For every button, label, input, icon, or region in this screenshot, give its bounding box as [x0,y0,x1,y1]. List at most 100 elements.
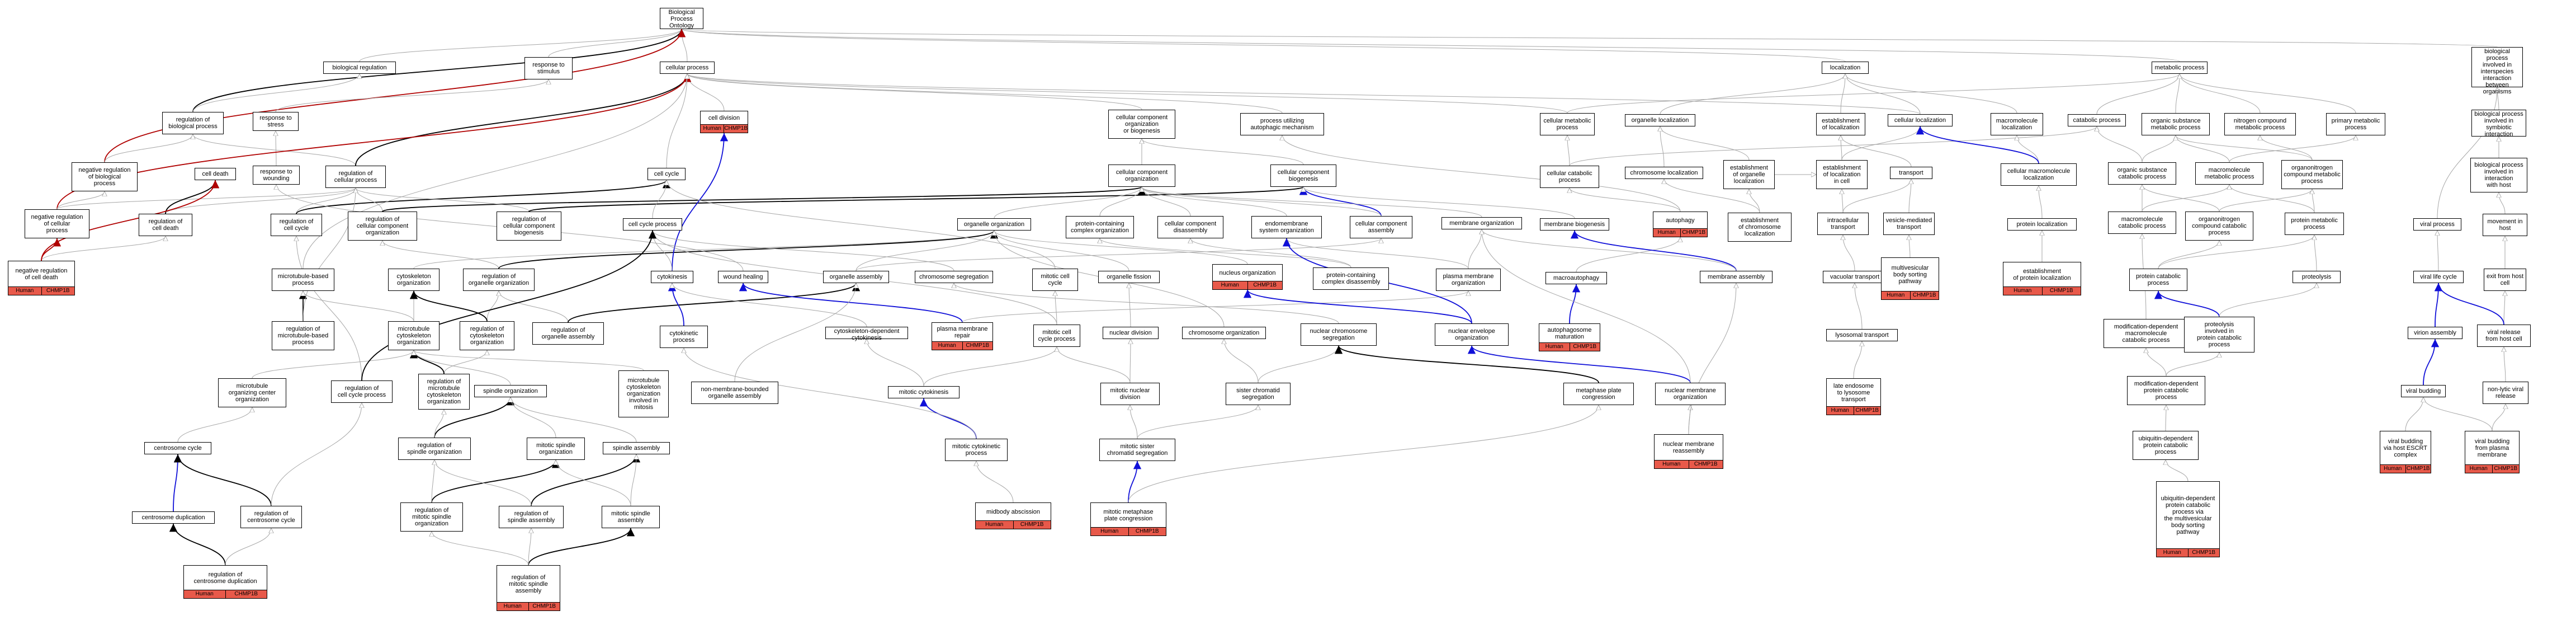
edge-cellcycle-to-cellproc [666,74,687,168]
go-term-cell-macro-loc: cellular macromolecule localization [2001,163,2077,186]
go-term-transport: transport [1890,167,1932,179]
go-term-bp: Biological Process Ontology [660,8,703,29]
go-term-label: mitotic spindle assembly [611,510,650,524]
edge-estab-chrom-loc-to-estab-org-loc [1749,189,1760,213]
go-term-cellproc: cellular process [660,62,715,74]
go-term-label: mitotic cell cycle process [1038,329,1076,342]
go-term-estab-org-loc: establishment of organelle localization [1723,160,1775,189]
edge-vesicle-trans-to-transport [1909,179,1911,213]
go-term-organelle-loc: organelle localization [1625,114,1695,126]
badge-gene: CHMP1B [1688,460,1723,468]
go-term-label: vacuolar transport [1830,274,1880,280]
edge-orgN-met-to-nitrogen [2260,135,2313,161]
badge-species: Human [2465,465,2492,473]
go-term-label: mitotic cytokinetic process [952,443,1001,457]
go-term-label: negative regulation of cell death [15,267,68,281]
edge-proteolysis-to-protein-met [2314,235,2317,271]
edge-viral-lifecycle-to-viral-proc [2437,231,2438,271]
edge-virion-assembly-to-viral-lifecycle [2434,283,2443,327]
go-term-viral-release: viral release from host cell [2477,325,2531,347]
edge-reg-mitotic-spindle-assembly-to-mitotic-spindle-assembly [528,528,635,566]
edge-macro-met-to-orgsub [2176,135,2230,163]
badge-species: Human [1091,528,1128,535]
go-term-label: non-lytic viral release [2487,386,2524,400]
go-term-cytoskel-dep-cytok: cytoskeleton-dependent cytokinesis [825,327,908,341]
go-term-label: plasma membrane organization [1443,273,1494,286]
edge-organelle-assembly-to-organelle-org [855,230,994,271]
edge-estab-org-loc-to-organelle-loc [1660,126,1750,161]
edge-mitotic-nuc-div-to-mitotic-ccp [1057,346,1131,383]
edge-reg-cco-to-cco [382,186,1146,212]
go-term-label: microtubule organizing center organizati… [228,383,276,403]
go-term-label: nucleus organization [1219,269,1276,276]
go-term-mitotic-cytokinetic: mitotic cytokinetic process [945,439,1008,461]
go-term-protein-loc: protein localization [2007,218,2077,231]
go-term-centrosome-cycle: centrosome cycle [144,442,211,454]
edge-localization-to-bp [682,29,1846,62]
go-term-label: metabolic process [2154,64,2205,71]
badge-gene: CHMP1B [962,342,992,350]
go-term-nuclear-div: nuclear division [1103,327,1159,339]
edge-ccb-to-ccob [1142,138,1304,165]
go-term-orgN-cat: organonitrogen compound catabolic proces… [2185,212,2253,241]
go-term-proteolysis: proteolysis [2293,271,2341,283]
edge-nuc-mem-reassembly-to-mem-assembly [1688,283,1736,435]
go-term-spindle-assembly: spindle assembly [603,442,670,454]
edge-ccob-to-cellproc [687,73,1142,110]
badge-gene: CHMP1B [41,287,74,295]
edge-nonlytic-release-to-viral-release [2504,347,2506,382]
go-term-cellmet: cellular metabolic process [1540,113,1595,135]
edge-organelle-org-to-cco [994,186,1142,219]
edge-reg-cco-to-reg-cp [356,187,383,212]
go-term-localization: localization [1822,62,1869,74]
go-term-label: process utilizing autophagic mechanism [1250,118,1314,131]
go-term-label: proteolysis involved in protein cataboli… [2196,321,2242,348]
edge-mitotic-cytokinesis-to-cytoskel-dep-cytok [867,339,924,387]
edge-macro-cat-to-macro-met [2142,184,2229,212]
edge-prot-cat-to-orgN-cat [2158,240,2219,269]
edge-mitotic-cytokinetic-to-mitotic-cytokinesis [919,398,977,439]
go-term-label: cytoskeleton organization [396,273,431,286]
edge-reg-org-org-to-organelle-org [498,230,998,269]
go-term-label: cell death [202,171,229,177]
badge-gene: CHMP1B [1909,292,1939,299]
go-term-label: nuclear division [1109,330,1152,336]
go-term-reg-mitotic-spindle: regulation of mitotic spindle organizati… [400,502,463,532]
go-term-endomem: endomembrane system organization [1251,216,1322,238]
go-term-label: response to stress [259,115,292,128]
badge-species: Human [8,287,41,295]
go-term-label: late endosome to lysosome transport [1833,382,1874,403]
go-term-label: modification-dependent protein catabolic… [2134,380,2199,401]
edge-neg-reg-bp-to-reg-bp [104,134,193,163]
go-term-label: macromolecule catabolic process [2118,216,2166,229]
badge-gene: CHMP1B [1680,229,1707,237]
edge-multiorg-to-bp [682,29,2498,48]
go-term-primary: primary metabolic process [2326,113,2385,135]
badge-gene: CHMP1B [225,590,267,598]
edge-centrosome-dup-to-centrosome-cycle [173,454,182,512]
edge-macro-met-to-primary [2229,135,2356,163]
go-term-label: biological process involved in interacti… [2474,162,2523,189]
go-term-label: nuclear membrane reassembly [1663,440,1714,454]
edge-centrosome-cycle-to-mtoc-org [177,407,252,443]
go-term-label: spindle assembly [612,445,660,452]
go-term-reg-ccb: regulation of cellular component biogene… [497,212,561,241]
go-term-catabolic: catabolic process [2068,114,2126,126]
go-term-label: negative regulation of cellular process [31,214,83,234]
edge-bioreg-to-bp [359,29,682,62]
go-term-reg-cellcycle: regulation of cell cycle [271,214,322,236]
edge-orgsub-to-metabolic [2175,74,2180,114]
go-term-chrom-org: chromosome organization [1182,327,1266,339]
edge-nuc-env-org-to-nucleus-org [1243,289,1472,324]
go-term-viral-budding: viral budding [2401,385,2446,397]
go-term-label: cellular component disassembly [1164,220,1217,234]
edge-metabolic-to-bp [682,29,2180,62]
